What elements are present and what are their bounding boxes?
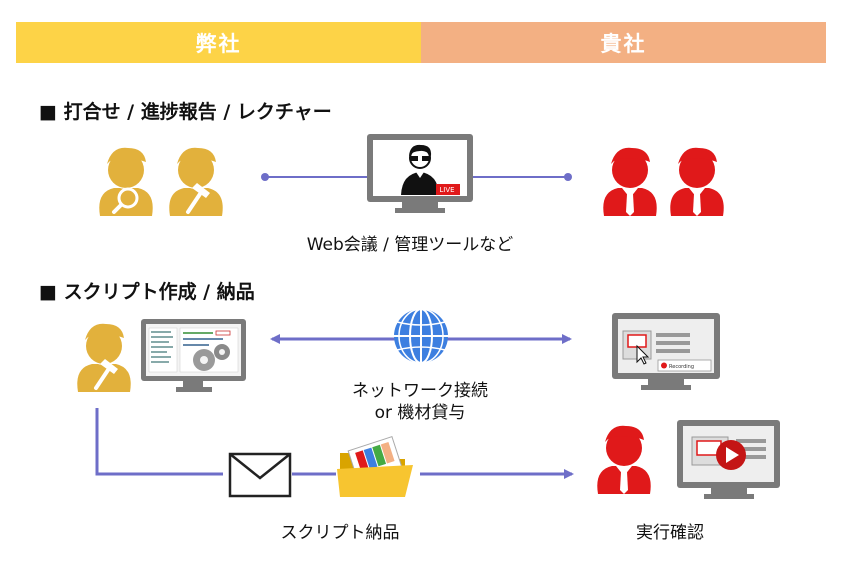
recording-label: Recording — [669, 364, 694, 370]
network-caption-line2: or 機材貸与 — [374, 403, 466, 423]
our-staff-magnifier — [99, 147, 153, 216]
our-developer — [77, 323, 131, 392]
envelope-icon — [228, 452, 292, 498]
folder-icon — [337, 436, 413, 497]
delivery-flow-line — [95, 408, 574, 479]
client-staff-2 — [670, 147, 724, 216]
live-badge: LIVE — [439, 186, 454, 194]
header-our-company: 弊社 — [16, 22, 421, 63]
script-editor-monitor-icon — [141, 319, 246, 392]
section-scripts-title: ■ スクリプト作成 / 納品 — [39, 281, 255, 303]
header-client-company: 貴社 — [421, 22, 826, 63]
header-client-company-label: 貴社 — [600, 31, 647, 56]
section-meetings-title: ■ 打合せ / 進捗報告 / レクチャー — [39, 101, 332, 123]
client-tester — [597, 425, 651, 494]
confirm-caption: 実行確認 — [636, 523, 704, 543]
network-caption-line1: ネットワーク接続 — [352, 381, 488, 401]
delivery-caption: スクリプト納品 — [280, 523, 400, 543]
web-meeting-caption: Web会議 / 管理ツールなど — [306, 235, 514, 255]
client-screen-monitor-icon: Recording — [612, 313, 720, 390]
our-staff-hammer — [169, 147, 223, 216]
globe-icon — [394, 308, 448, 364]
web-meeting-monitor-icon — [367, 134, 473, 213]
header-our-company-label: 弊社 — [195, 31, 242, 56]
execution-monitor-icon — [677, 420, 780, 499]
client-staff-1 — [603, 147, 657, 216]
